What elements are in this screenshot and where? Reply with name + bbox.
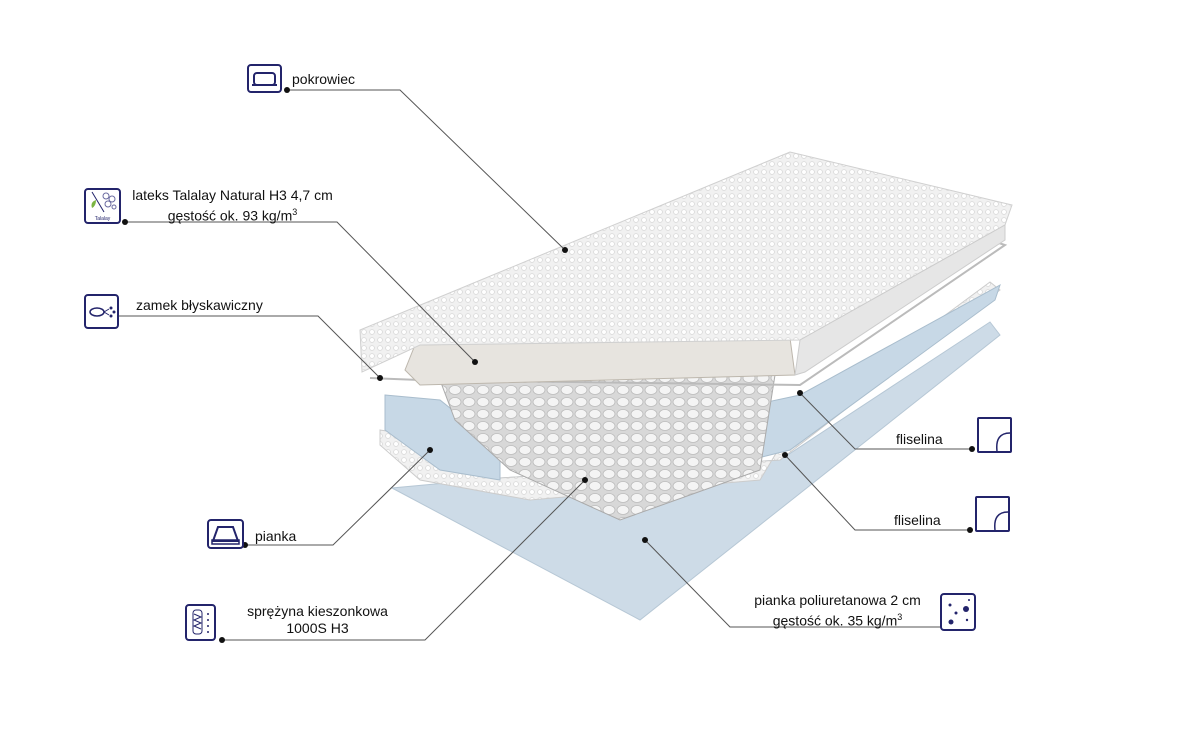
label-pu-line1: pianka poliuretanowa 2 cm xyxy=(754,592,921,608)
pu-density: gęstość ok. 35 kg/m xyxy=(772,612,898,629)
pu-density-unit-sup: 3 xyxy=(897,612,903,622)
latex-talalay-icon: Talalay xyxy=(84,188,121,224)
fleece-bottom-icon xyxy=(975,496,1010,532)
label-latex: lateks Talalay Natural H3 4,7 cm gęstość… xyxy=(125,187,340,225)
label-pu-foam: pianka poliuretanowa 2 cm gęstość ok. 35… xyxy=(740,592,935,630)
top-cover-side xyxy=(794,224,1006,376)
foam-icon xyxy=(207,519,244,549)
label-fleece-bottom: fliselina xyxy=(894,512,941,528)
leader-dots xyxy=(112,87,975,643)
mattress-cover-icon xyxy=(247,64,282,93)
latex-density-unit-sup: 3 xyxy=(292,207,298,217)
label-latex-line1: lateks Talalay Natural H3 4,7 cm xyxy=(132,187,333,203)
pu-foam-icon xyxy=(940,593,976,631)
pocket-spring-icon xyxy=(185,604,216,641)
label-pu-line2: gęstość ok. 35 kg/m3 xyxy=(740,609,935,630)
label-pocket-spring: sprężyna kieszonkowa 1000S H3 xyxy=(230,603,405,637)
label-fleece-top: fliselina xyxy=(896,431,943,447)
fleece-top-icon xyxy=(977,417,1012,453)
leader-lines xyxy=(115,89,972,641)
label-cover: pokrowiec xyxy=(292,71,356,87)
zipper-icon xyxy=(84,294,119,329)
label-zipper: zamek błyskawiczny xyxy=(136,297,263,313)
label-spring-line1: sprężyna kieszonkowa xyxy=(247,603,388,619)
talalay-logo-text: Talalay xyxy=(94,216,111,222)
label-foam: pianka xyxy=(255,528,297,544)
label-spring-line2: 1000S H3 xyxy=(286,620,349,636)
latex-density: gęstość ok. 93 kg/m xyxy=(167,207,293,224)
label-latex-line2: gęstość ok. 93 kg/m3 xyxy=(125,204,340,225)
foam-block-left xyxy=(384,394,501,481)
